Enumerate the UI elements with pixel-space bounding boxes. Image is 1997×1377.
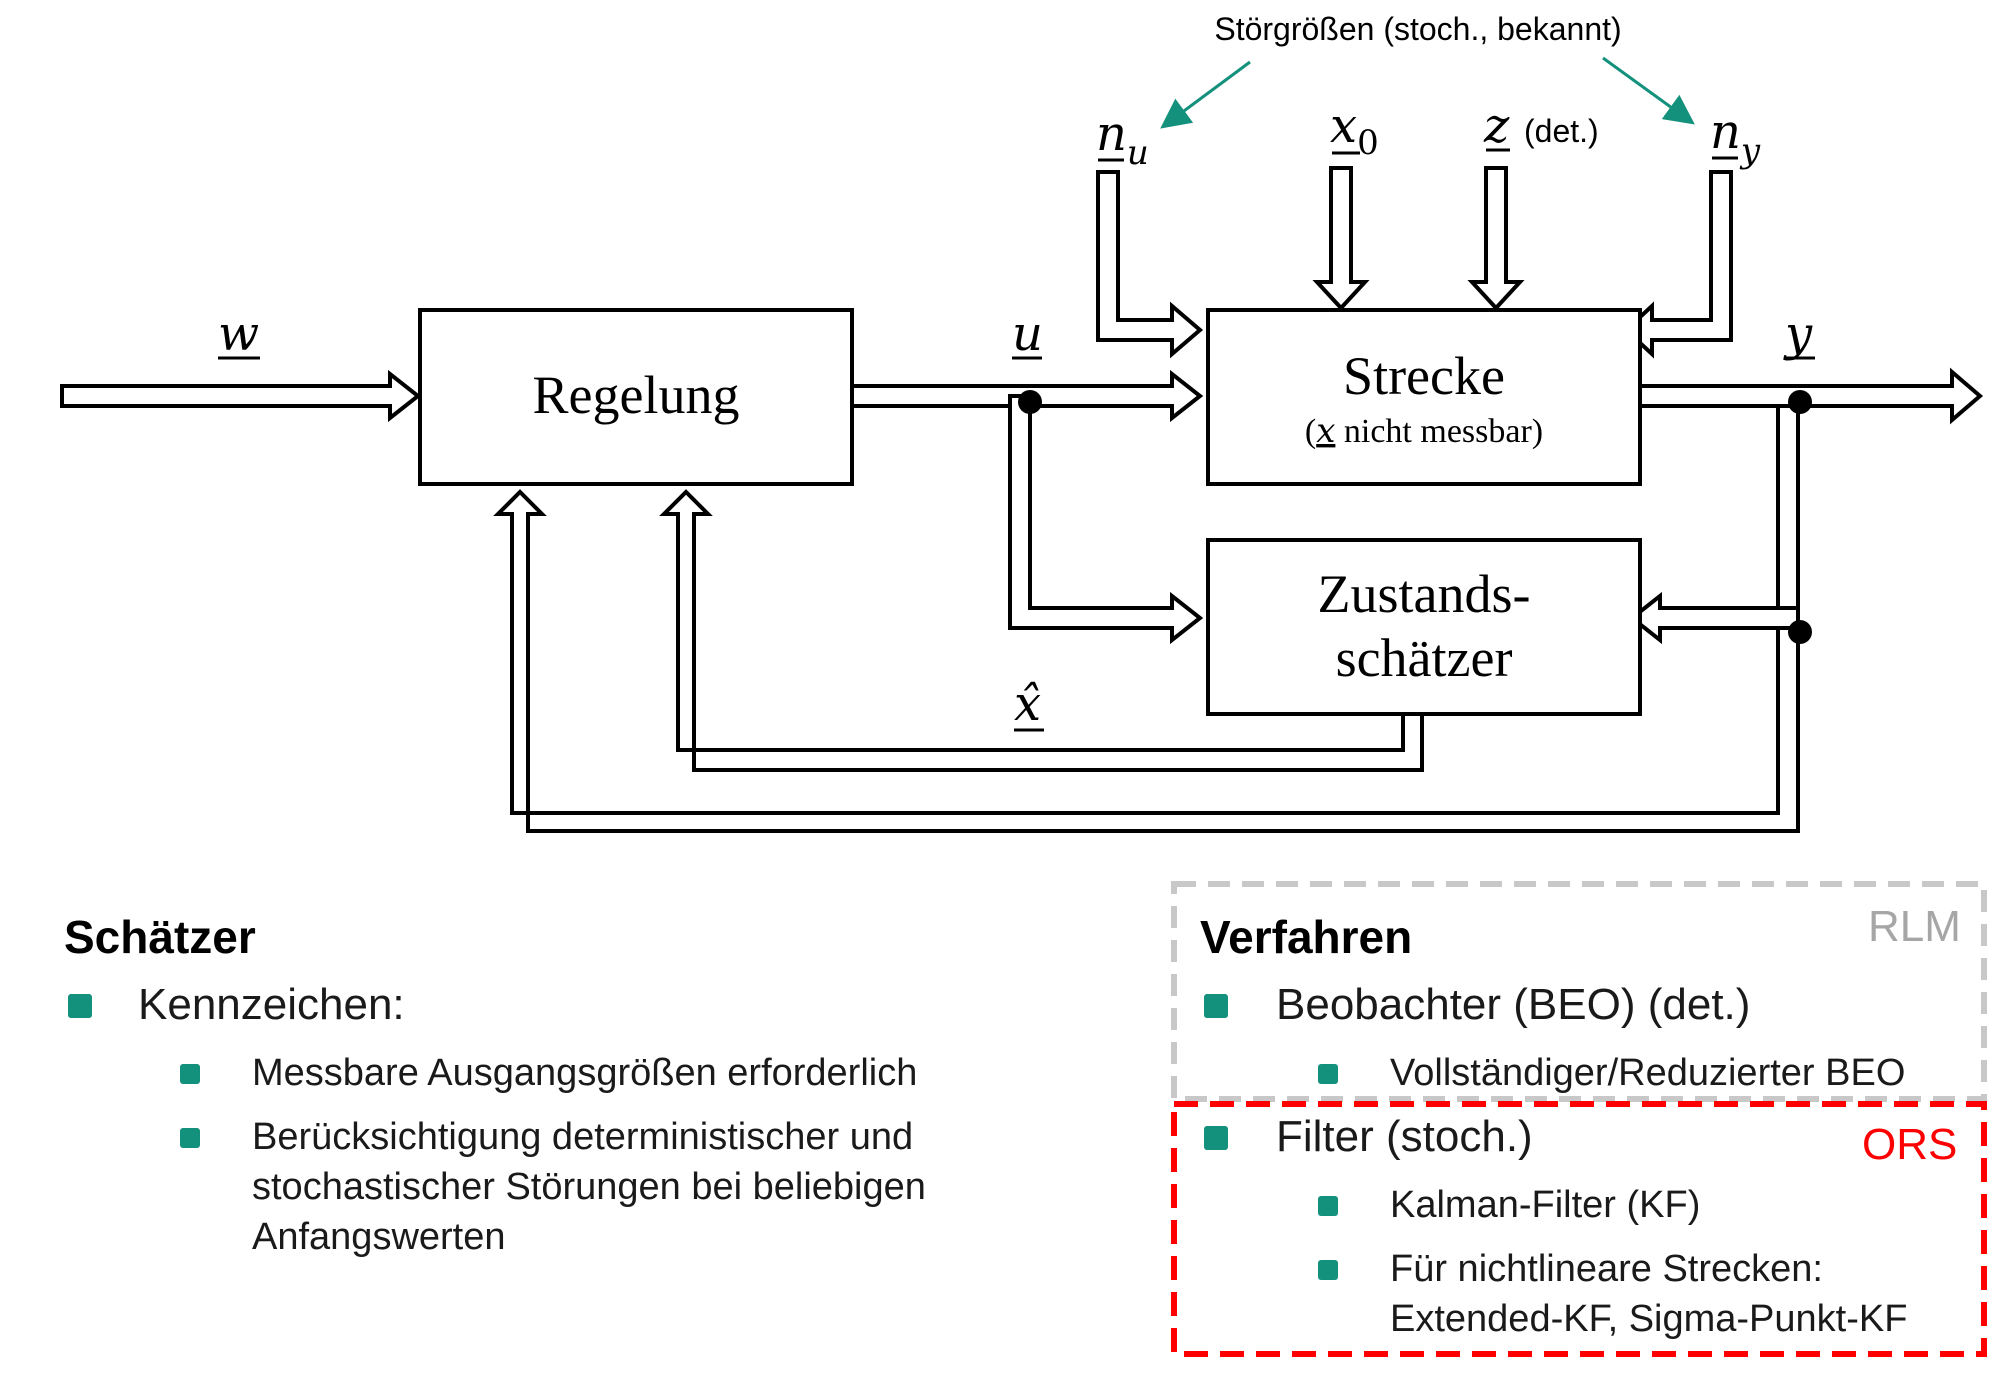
ors-box bbox=[1171, 1101, 1987, 1357]
controller-block bbox=[418, 308, 854, 486]
arrow-n-u-to-plant bbox=[1096, 170, 1204, 359]
ors-tag: ORS bbox=[1862, 1120, 1958, 1169]
filter-sub-item-2a: Für nichtlineare Strecken: bbox=[1390, 1248, 1823, 1290]
junction-y-top bbox=[1788, 390, 1812, 414]
junction-u bbox=[1018, 390, 1042, 414]
estimator-section-title: Schätzer bbox=[64, 911, 256, 963]
estimator-item-2a: Berücksichtigung deterministischer und bbox=[252, 1116, 914, 1158]
plant-block bbox=[1206, 308, 1642, 486]
bullet-icon bbox=[180, 1128, 200, 1148]
estimator-label-line1: Zustands- bbox=[1318, 564, 1531, 624]
signal-u: u bbox=[1012, 306, 1043, 362]
block-diagram: Störgrößen (stoch., bekannt) nu x0 z (de… bbox=[60, 11, 1984, 833]
svg-text:(det.): (det.) bbox=[1524, 113, 1599, 149]
bullet-icon bbox=[1204, 994, 1228, 1018]
arrow-w-to-controller bbox=[60, 369, 422, 423]
signal-n-y: ny bbox=[1710, 104, 1761, 171]
bullet-icon bbox=[180, 1064, 200, 1084]
filter-item: Filter (stoch.) bbox=[1276, 1112, 1533, 1161]
disturbance-arrow-right bbox=[1602, 56, 1695, 125]
estimator-item-2c: Anfangswerten bbox=[252, 1216, 506, 1258]
estimator-item-1: Messbare Ausgangsgrößen erforderlich bbox=[252, 1052, 918, 1094]
rlm-box bbox=[1171, 881, 1987, 1102]
signal-x-hat: x̂ bbox=[1014, 676, 1044, 732]
svg-text:y: y bbox=[1783, 306, 1813, 362]
signal-z: z (det.) bbox=[1483, 98, 1599, 154]
signal-w: w bbox=[218, 306, 260, 362]
bullet-icon bbox=[1204, 1126, 1228, 1150]
bullet-icon bbox=[1318, 1260, 1338, 1280]
estimator-label-line2: schätzer bbox=[1336, 628, 1513, 688]
arrow-z-to-plant bbox=[1467, 166, 1525, 311]
estimator-level1: Kennzeichen: bbox=[138, 980, 405, 1029]
svg-text:z: z bbox=[1483, 98, 1510, 154]
signal-n-u: nu bbox=[1096, 106, 1149, 173]
plant-note: (x nicht messbar) bbox=[1305, 411, 1543, 451]
methods-section-title: Verfahren bbox=[1200, 911, 1413, 963]
disturbance-header: Störgrößen (stoch., bekannt) bbox=[1214, 11, 1621, 47]
svg-text:nu: nu bbox=[1096, 106, 1149, 173]
filter-sub-item-2b: Extended-KF, Sigma-Punkt-KF bbox=[1390, 1298, 1908, 1340]
svg-text:w: w bbox=[218, 306, 259, 362]
bullet-icon bbox=[1318, 1064, 1338, 1084]
junction-y-estimator bbox=[1788, 620, 1812, 644]
observer-item: Beobachter (BEO) (det.) bbox=[1276, 980, 1751, 1029]
observer-sub-item: Vollständiger/Reduzierter BEO bbox=[1390, 1052, 1906, 1094]
bullet-icon bbox=[68, 994, 92, 1018]
arrow-y-to-estimator bbox=[1628, 591, 1800, 645]
filter-sub-item-1: Kalman-Filter (KF) bbox=[1390, 1184, 1701, 1226]
signal-y: y bbox=[1783, 306, 1815, 362]
plant-label: Strecke bbox=[1343, 346, 1505, 406]
svg-text:x̂: x̂ bbox=[1014, 676, 1041, 732]
estimator-block bbox=[1206, 538, 1642, 716]
arrow-y-feedback bbox=[493, 394, 1800, 833]
svg-text:ny: ny bbox=[1710, 104, 1761, 171]
rlm-tag: RLM bbox=[1868, 902, 1961, 951]
arrow-xhat-feedback bbox=[659, 489, 1424, 772]
bullet-icon bbox=[1318, 1196, 1338, 1216]
svg-text:x0: x0 bbox=[1330, 98, 1379, 163]
controller-label: Regelung bbox=[533, 365, 740, 425]
signal-x0: x0 bbox=[1330, 98, 1379, 163]
disturbance-arrow-left bbox=[1160, 60, 1251, 129]
arrow-x0-to-plant bbox=[1312, 166, 1370, 311]
arrow-u-to-estimator bbox=[1008, 394, 1204, 645]
svg-text:u: u bbox=[1012, 306, 1043, 362]
estimator-item-2b: stochastischer Störungen bei beliebigen bbox=[252, 1166, 926, 1208]
